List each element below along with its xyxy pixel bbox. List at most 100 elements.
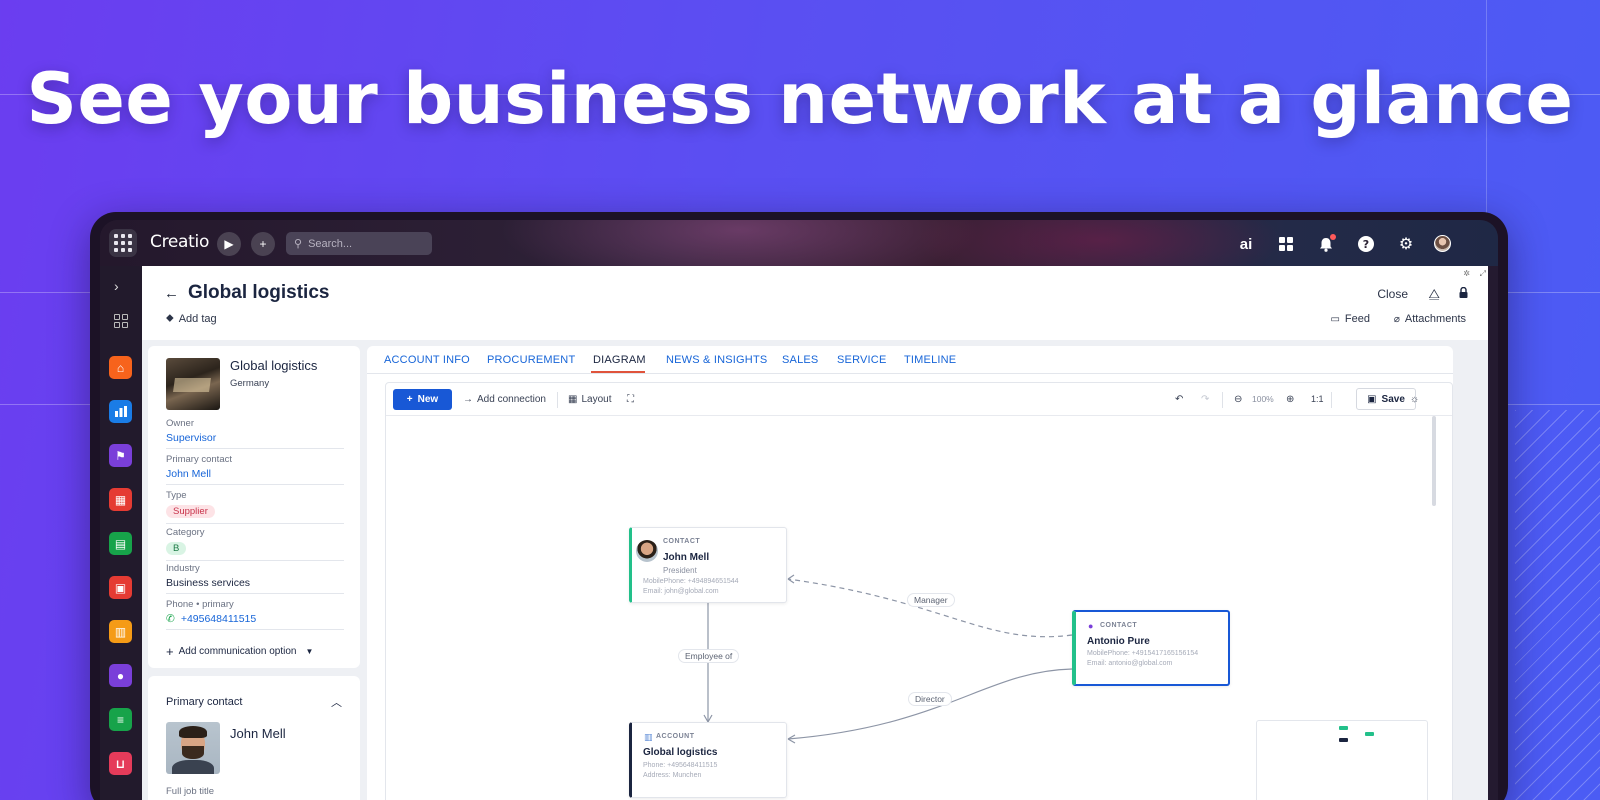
active-tab-indicator — [591, 371, 645, 373]
close-button[interactable]: Close — [1377, 287, 1408, 301]
settings-mini-icon[interactable]: ✲ — [1463, 269, 1470, 278]
feed-button[interactable]: ▭ Feed — [1330, 313, 1370, 325]
chevron-right-icon[interactable]: › — [114, 278, 119, 294]
left-rail: › ⌂ ⚑ ▦ ▤ ▣ ▥ ● ≡ ⊔ — [100, 266, 142, 800]
field-industry[interactable]: Industry Business services — [166, 563, 344, 594]
account-photo — [166, 358, 220, 410]
add-tag-label: Add tag — [178, 312, 217, 325]
funnel-icon[interactable]: ≡ — [109, 708, 132, 731]
new-button[interactable]: + New — [393, 389, 452, 410]
diagram-canvas[interactable]: Manager Employee of Director CONTACT Joh… — [386, 416, 1452, 800]
field-primary-contact[interactable]: Primary contact John Mell — [166, 454, 344, 485]
ai-icon[interactable]: ai — [1239, 235, 1253, 253]
edge-label-employee-of[interactable]: Employee of — [678, 649, 740, 663]
search-input[interactable]: ⚲ Search... — [286, 232, 432, 255]
node-phone: MobilePhone: +4915417165156154 — [1087, 650, 1199, 657]
node-type: CONTACT — [1100, 622, 1138, 629]
vertical-scrollbar[interactable] — [1432, 416, 1436, 506]
field-category[interactable]: Category B — [166, 527, 344, 561]
redo-icon[interactable]: ↷ — [1201, 394, 1210, 405]
analytics-icon[interactable] — [109, 400, 132, 423]
job-title-label: Full job title — [166, 786, 215, 797]
gear-icon[interactable]: ⚙ — [1398, 236, 1414, 253]
field-label: Phone • primary — [166, 599, 234, 610]
edge-label-manager[interactable]: Manager — [907, 593, 955, 607]
paperclip-icon: ⌀ — [1393, 313, 1400, 325]
back-arrow-icon[interactable]: ← — [164, 285, 179, 302]
node-type: ACCOUNT — [656, 733, 695, 740]
help-icon[interactable]: ? — [1355, 233, 1377, 255]
tab-sales[interactable]: SALES — [782, 354, 819, 366]
apps-icon[interactable] — [1275, 233, 1297, 255]
person-icon[interactable]: ● — [109, 664, 132, 687]
node-phone: MobilePhone: +494894651544 — [643, 578, 739, 585]
feed-icon: ▭ — [1330, 313, 1340, 325]
node-email: Email: antonio@global.com — [1087, 660, 1173, 667]
notification-dot — [1330, 234, 1336, 240]
building-icon[interactable]: ▥ — [109, 620, 132, 643]
zoom-out-icon[interactable]: ⊖ — [1234, 394, 1243, 405]
create-new-button[interactable]: + — [251, 232, 275, 256]
minimap-node — [1365, 732, 1374, 736]
user-avatar[interactable] — [1434, 235, 1451, 252]
diagram-minimap[interactable] — [1256, 720, 1428, 800]
field-owner[interactable]: Owner Supervisor — [166, 418, 344, 449]
search-icon: ⚲ — [294, 238, 303, 250]
undo-icon[interactable]: ↶ — [1175, 394, 1184, 405]
tab-account-info[interactable]: ACCOUNT INFO — [384, 354, 470, 366]
zoom-in-icon[interactable]: ⊕ — [1286, 394, 1295, 405]
attachments-button[interactable]: ⌀ Attachments — [1394, 313, 1466, 325]
field-phone[interactable]: Phone • primary ✆ +495648411515 — [166, 599, 344, 630]
actual-size-button[interactable]: 1:1 — [1311, 394, 1324, 404]
bell-icon[interactable] — [1315, 233, 1337, 255]
category-badge: B — [166, 542, 187, 555]
cart-icon[interactable]: ⊔ — [109, 752, 132, 775]
node-contact-antonio-pure[interactable]: ● CONTACT Antonio Pure MobilePhone: +491… — [1072, 610, 1230, 686]
node-name: Global logistics — [643, 747, 718, 758]
layout-button[interactable]: ▦ Layout — [568, 394, 611, 405]
tab-procurement[interactable]: PROCUREMENT — [487, 354, 576, 366]
phone-link[interactable]: ✆ +495648411515 — [166, 613, 344, 625]
add-tag-button[interactable]: ⬥ Add tag — [166, 312, 217, 325]
node-name: Antonio Pure — [1087, 636, 1150, 647]
app-launcher-icon[interactable] — [109, 229, 137, 257]
industry-value: Business services — [166, 577, 251, 589]
owner-link[interactable]: Supervisor — [166, 432, 217, 444]
field-label: Category — [166, 527, 205, 538]
tab-diagram[interactable]: DIAGRAM — [593, 354, 646, 366]
add-connection-button[interactable]: → Add connection — [463, 394, 546, 405]
lock-icon[interactable] — [1459, 286, 1468, 301]
svg-text:?: ? — [1363, 238, 1369, 251]
save-button[interactable]: ▣ Save — [1356, 388, 1416, 410]
node-name: John Mell — [663, 552, 710, 563]
chat-icon[interactable]: ▤ — [109, 532, 132, 555]
tab-news-insights[interactable]: NEWS & INSIGHTS — [666, 354, 768, 366]
chevron-up-icon[interactable]: ︿ — [331, 697, 342, 709]
tab-timeline[interactable]: TIMELINE — [904, 354, 957, 366]
add-communication-option-button[interactable]: + Add communication option ▼ — [166, 644, 313, 659]
calendar-icon[interactable]: ▦ — [109, 488, 132, 511]
field-type[interactable]: Type Supplier — [166, 490, 344, 524]
node-contact-john-mell[interactable]: CONTACT John Mell President MobilePhone:… — [629, 527, 787, 603]
contacts-card-icon[interactable]: ▣ — [109, 576, 132, 599]
diagram-toolbar: + New → Add connection ▦ Layout ⛶ — [386, 383, 1452, 416]
edge-label-director[interactable]: Director — [908, 692, 952, 706]
home-icon[interactable]: ⌂ — [109, 356, 132, 379]
expand-icon[interactable]: ⤢ — [1479, 269, 1486, 278]
phone-value: +495648411515 — [180, 613, 257, 625]
sun-settings-icon[interactable]: ☼ — [1410, 394, 1420, 405]
network-icon[interactable]: ⧋ — [1428, 286, 1440, 301]
add-comm-label: Add communication option — [178, 646, 297, 657]
tab-bar: ACCOUNT INFO PROCUREMENT DIAGRAM NEWS & … — [367, 346, 1453, 374]
primary-contact-link[interactable]: John Mell — [166, 468, 211, 480]
flag-icon[interactable]: ⚑ — [109, 444, 132, 467]
workplace-icon[interactable] — [114, 314, 128, 328]
run-process-button[interactable]: ▶ — [217, 232, 241, 256]
tab-service[interactable]: SERVICE — [837, 354, 887, 366]
zoom-level: 100% — [1252, 394, 1274, 404]
fullscreen-icon[interactable]: ⛶ — [627, 394, 634, 405]
node-account-global-logistics[interactable]: ▥ ACCOUNT Global logistics Phone: +49564… — [629, 722, 787, 798]
bg-gridline — [0, 94, 1600, 95]
feed-label: Feed — [1344, 313, 1370, 325]
arrow-right-icon: → — [463, 394, 473, 405]
